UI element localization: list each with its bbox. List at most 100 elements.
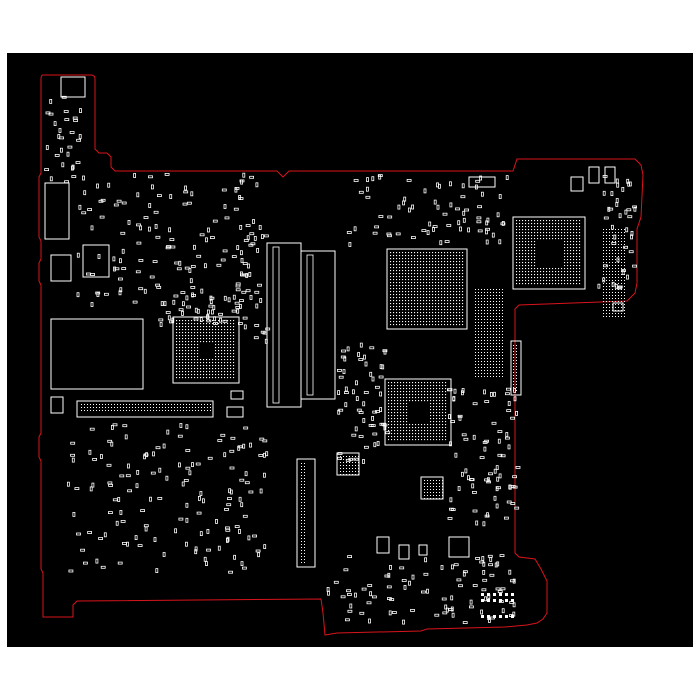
passive [138, 258, 144, 262]
passive [239, 250, 243, 256]
passive [621, 186, 625, 192]
passive [447, 516, 453, 520]
board-canvas[interactable] [7, 53, 693, 647]
passive [199, 317, 203, 323]
passive [357, 352, 361, 357]
passive [225, 528, 231, 532]
passive [327, 590, 330, 596]
passive [621, 269, 626, 273]
passive [347, 609, 353, 613]
passive [462, 570, 468, 574]
passive [348, 242, 352, 247]
passive [155, 446, 161, 450]
passive [76, 532, 81, 536]
passive [215, 518, 218, 524]
passive [252, 534, 258, 538]
passive [406, 179, 412, 182]
passive [153, 210, 159, 214]
passive [135, 483, 139, 489]
passive [158, 318, 164, 322]
passive [611, 241, 617, 245]
passive [507, 401, 511, 406]
passive [255, 303, 259, 309]
passive [346, 231, 352, 234]
passive [113, 203, 119, 207]
passive [340, 355, 346, 359]
motherboard-layout[interactable] [7, 53, 693, 647]
passive [426, 588, 429, 594]
passive [471, 490, 477, 494]
pci-connector-pins [301, 463, 305, 563]
passive [481, 588, 487, 592]
passive [156, 194, 162, 198]
passive [78, 204, 82, 210]
passive [199, 491, 203, 496]
passive [111, 424, 114, 430]
passive [259, 437, 265, 441]
passive [234, 525, 240, 529]
passive [242, 514, 248, 518]
passive [259, 298, 263, 303]
passive [489, 556, 493, 562]
passive [238, 195, 242, 200]
passive [512, 602, 516, 608]
passive [218, 312, 224, 316]
passive [249, 442, 252, 448]
passive [458, 584, 463, 588]
passive [64, 180, 69, 184]
passive [194, 549, 198, 555]
passive [625, 227, 629, 233]
passive [410, 236, 416, 240]
passive [504, 392, 510, 396]
passive [403, 585, 407, 590]
passive [78, 134, 82, 139]
passive [494, 562, 498, 568]
passive [246, 235, 250, 241]
passive [127, 219, 131, 225]
passive [632, 264, 637, 268]
passive [500, 222, 506, 226]
passive [112, 423, 118, 427]
passive [148, 203, 152, 208]
power-pins-pads [481, 593, 514, 602]
passive [190, 285, 196, 289]
passive [624, 209, 628, 215]
northbridge-bga [386, 248, 468, 330]
passive [229, 466, 235, 470]
passive [203, 263, 207, 269]
passive [479, 175, 483, 181]
passive [371, 376, 375, 382]
passive [630, 234, 633, 240]
passive [72, 116, 78, 120]
passive [149, 496, 152, 502]
passive [455, 207, 460, 211]
passive [615, 201, 619, 207]
passive [185, 424, 189, 430]
passive [163, 301, 167, 307]
passive [343, 568, 349, 572]
passive [249, 175, 255, 179]
passive [512, 578, 516, 584]
passive [136, 223, 141, 227]
inductor-c [398, 544, 410, 560]
passive [61, 162, 65, 168]
passive [383, 425, 387, 431]
passive [464, 208, 470, 212]
gpu-bga-ball-pattern [516, 220, 581, 285]
passive [346, 589, 351, 593]
passive [444, 240, 450, 244]
passive [440, 565, 444, 570]
passive [368, 618, 371, 624]
passive [188, 470, 192, 476]
passive [213, 321, 218, 325]
passive [450, 508, 456, 512]
passive [257, 283, 262, 287]
passive [63, 110, 69, 113]
passive [190, 265, 196, 268]
passive [363, 391, 369, 394]
passive [122, 541, 127, 545]
passive [86, 272, 91, 276]
passive [158, 467, 162, 473]
passive [366, 177, 369, 182]
passive [402, 200, 406, 206]
